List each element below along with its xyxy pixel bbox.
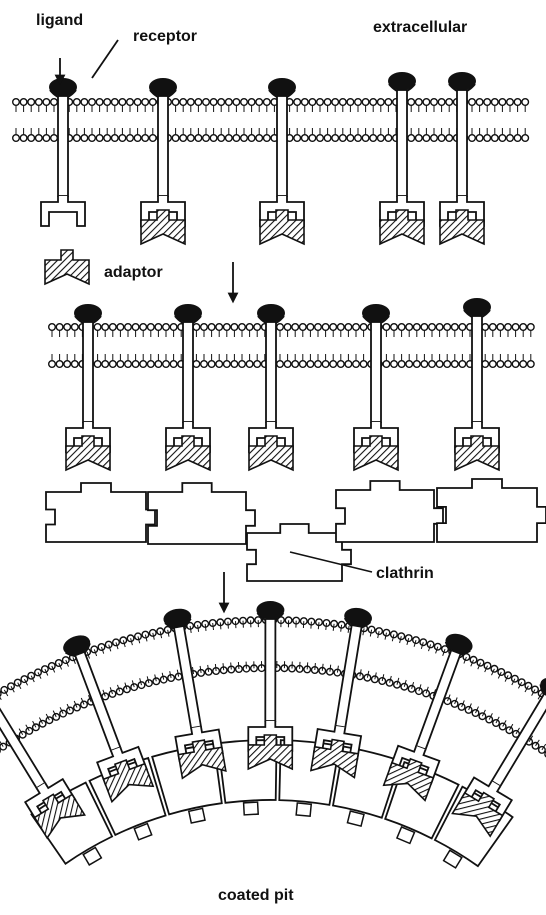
receptor xyxy=(0,672,85,838)
receptor xyxy=(380,72,424,244)
ligand xyxy=(448,72,476,90)
adaptor-label: adaptor xyxy=(104,264,163,282)
receptor xyxy=(53,629,153,802)
clathrin-block xyxy=(148,483,255,544)
ligand xyxy=(74,304,102,322)
ligand xyxy=(388,72,416,90)
clathrin-label: clathrin xyxy=(376,565,434,583)
ligand xyxy=(463,298,491,316)
lipid-bilayer xyxy=(49,324,534,368)
extracellular-label: extracellular xyxy=(373,19,467,37)
adaptor-key xyxy=(45,250,89,284)
ligand xyxy=(362,304,390,322)
receptor xyxy=(440,72,484,244)
ligand xyxy=(49,78,77,96)
receptors-layer xyxy=(0,72,546,838)
ligand xyxy=(149,78,177,96)
receptor-pointer xyxy=(92,40,118,78)
ligand xyxy=(268,78,296,96)
ligand xyxy=(174,304,202,322)
lipid-bilayer xyxy=(13,99,529,142)
ligand xyxy=(257,304,285,322)
receptor xyxy=(248,601,292,769)
ligand xyxy=(256,601,284,619)
receptor-label: receptor xyxy=(133,28,197,46)
ligand-label: ligand xyxy=(36,12,83,30)
clathrin-block xyxy=(46,483,155,542)
clathrin-block xyxy=(437,479,546,542)
clathrin-block xyxy=(336,481,443,542)
coated-pit-label: coated pit xyxy=(218,887,294,905)
